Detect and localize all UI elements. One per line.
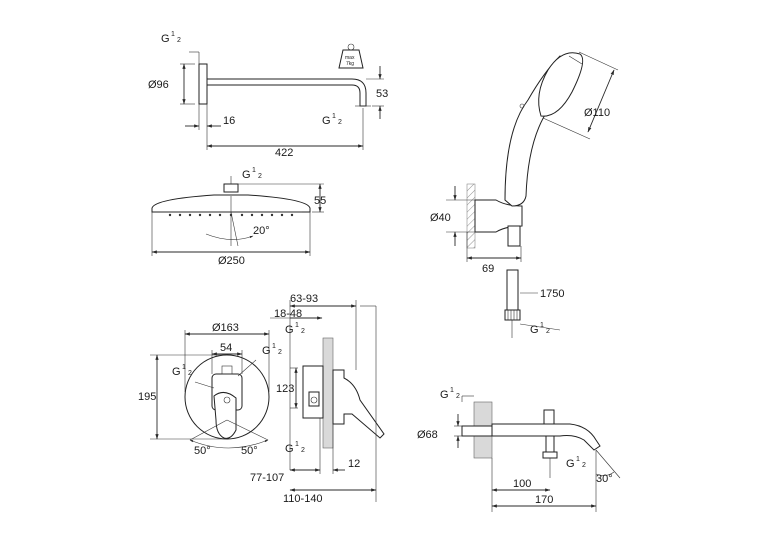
mixer-side-drawing xyxy=(270,300,385,502)
hose-nut xyxy=(504,309,521,321)
holder-depth-label: 69 xyxy=(482,263,494,275)
showerhead-height-label: 55 xyxy=(314,195,326,207)
head-diameter-label: Ø96 xyxy=(148,79,169,91)
svg-text:2: 2 xyxy=(546,328,550,335)
spout-length-b-label: 170 xyxy=(535,494,553,506)
mixer-thread-left-label: G xyxy=(172,366,181,378)
svg-text:1: 1 xyxy=(450,387,454,394)
mixer-outer-diameter-label: Ø163 xyxy=(212,322,239,334)
svg-text:1: 1 xyxy=(295,441,299,448)
head-thread-label: G xyxy=(161,33,170,45)
hand-shower-drawing xyxy=(446,51,619,262)
svg-text:1: 1 xyxy=(272,343,276,350)
mixer-height-label: 195 xyxy=(138,391,156,403)
wall-section xyxy=(322,337,334,449)
wall-flange xyxy=(198,63,208,105)
head-shower-drawing xyxy=(151,176,324,256)
hose-thread-label: G xyxy=(530,324,539,336)
mixer-thread-bottom-label: G xyxy=(285,443,294,455)
mixer-lever xyxy=(213,392,237,439)
mixer-angle-left-label: 50° xyxy=(194,445,211,457)
svg-text:2: 2 xyxy=(301,447,305,454)
svg-text:1: 1 xyxy=(540,322,544,329)
holder-diameter-label: Ø40 xyxy=(430,212,451,224)
weight-kg-label: 7kg xyxy=(346,61,354,67)
wall-range-inner-label: 18-48 xyxy=(274,308,302,320)
svg-text:1: 1 xyxy=(295,322,299,329)
weight-max-label: max xyxy=(345,55,355,61)
hose-length-label: 1750 xyxy=(540,288,564,300)
arm-drop-label: 53 xyxy=(376,88,388,100)
svg-text:2: 2 xyxy=(258,173,262,180)
spout-length-a-label: 100 xyxy=(513,478,531,490)
svg-text:1: 1 xyxy=(576,456,580,463)
head-connector xyxy=(223,183,239,193)
install-depth-a-label: 77-107 xyxy=(250,472,284,484)
weight-icon xyxy=(338,43,364,69)
bath-spout xyxy=(491,423,601,451)
cover-depth-label: 12 xyxy=(348,458,360,470)
shower-arm-drawing xyxy=(180,43,384,150)
spout-thread-bottom-label: G xyxy=(566,458,575,470)
body-height-label: 123 xyxy=(276,383,294,395)
showerhead-diameter-label: Ø250 xyxy=(218,255,245,267)
mixer-angle-right-label: 50° xyxy=(241,445,258,457)
wall-holder xyxy=(474,199,523,233)
svg-text:1: 1 xyxy=(252,167,256,174)
hand-shower-head xyxy=(538,52,584,117)
hose-drawing xyxy=(504,269,561,338)
diverter-knob xyxy=(543,409,555,425)
svg-text:2: 2 xyxy=(338,119,342,126)
showerhead-angle-label: 20° xyxy=(253,225,270,237)
wall-range-outer-label: 63-93 xyxy=(290,293,318,305)
bath-spout-drawing xyxy=(454,395,621,512)
svg-text:2: 2 xyxy=(278,349,282,356)
install-depth-b-label: 110-140 xyxy=(283,493,323,505)
mixer-inner-width-label: 54 xyxy=(220,342,232,354)
arm-offset-label: 16 xyxy=(223,115,235,127)
body-thread-label: G xyxy=(285,324,294,336)
mixer-lever-side xyxy=(332,369,385,439)
svg-text:1: 1 xyxy=(171,31,175,38)
mixer-thread-top-label: G xyxy=(262,345,271,357)
svg-text:1: 1 xyxy=(182,364,186,371)
arm-thread-label: G xyxy=(322,115,331,127)
hose xyxy=(506,269,519,311)
shower-arm xyxy=(206,78,367,107)
spout-diameter-label: Ø68 xyxy=(417,429,438,441)
showerhead-thread-label: G xyxy=(242,169,251,181)
svg-text:2: 2 xyxy=(301,328,305,335)
handshower-diameter-label: Ø110 xyxy=(584,107,610,119)
arm-length-label: 422 xyxy=(275,147,293,159)
svg-text:2: 2 xyxy=(177,37,181,44)
spout-thread-label: G xyxy=(440,389,449,401)
svg-text:2: 2 xyxy=(456,393,460,400)
svg-text:2: 2 xyxy=(582,462,586,469)
svg-text:2: 2 xyxy=(188,370,192,377)
spout-angle-label: 30° xyxy=(596,473,613,485)
svg-text:1: 1 xyxy=(332,113,336,120)
mixer-front-drawing xyxy=(150,330,270,449)
nozzle-row xyxy=(168,213,294,217)
